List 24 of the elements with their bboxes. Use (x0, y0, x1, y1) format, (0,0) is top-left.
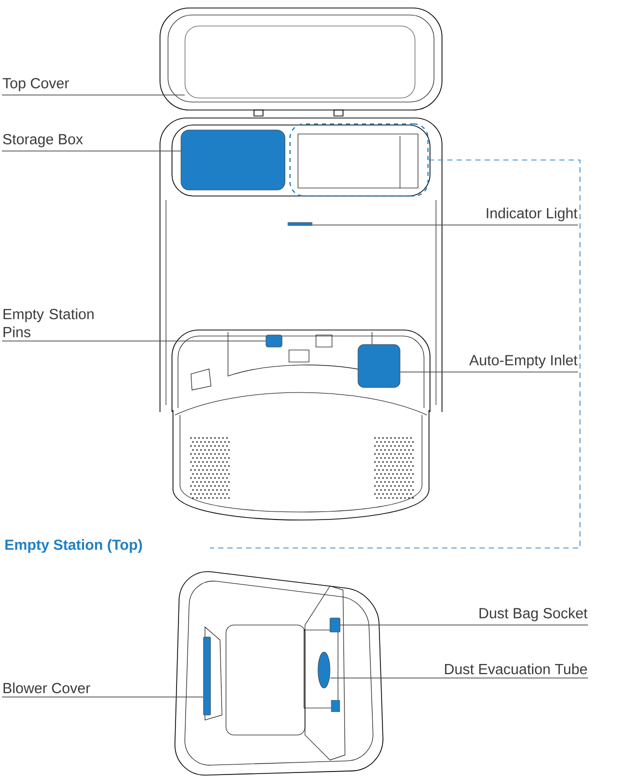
part-highlight (330, 618, 340, 632)
part-label: Top Cover (2, 78, 69, 92)
leader-line (340, 624, 588, 626)
leader-line (2, 150, 182, 152)
view-title: Empty Station (Top) (5, 539, 142, 553)
part-highlight (203, 636, 211, 716)
part-label: Dust Bag Socket (480, 608, 588, 622)
part-label: Dust Evacuation Tube (445, 664, 587, 674)
tube-opening (318, 652, 330, 688)
part-highlight (358, 344, 400, 388)
part-label: Indicator Light (486, 208, 578, 222)
part-label: Storage Box (3, 134, 83, 148)
part-label: Empty Station Pins (4, 308, 94, 338)
leader-line (312, 224, 578, 226)
part-highlight (184, 26, 416, 98)
part-highlight (180, 130, 286, 190)
part-label: Blower Cover (4, 682, 90, 694)
dashed-outline (289, 123, 429, 197)
leader-line (2, 696, 204, 698)
part-label: Auto-Empty Inlet (469, 354, 578, 368)
part-highlight (266, 334, 282, 348)
callout-line (210, 160, 580, 548)
leader-line (2, 340, 266, 342)
part-highlight (288, 222, 312, 226)
